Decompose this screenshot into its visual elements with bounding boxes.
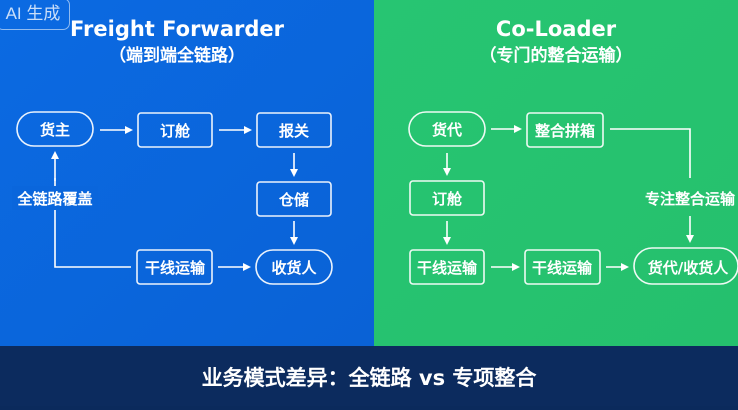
node-customs-shape (256, 112, 332, 148)
node-mainline-1: 干线运输 (417, 259, 478, 277)
node-mainline-shape (136, 249, 213, 285)
node-consignee-shape (255, 249, 333, 285)
node-consolidation-shape (526, 112, 604, 148)
right-panel-bg (374, 0, 738, 346)
node-consignee: 收货人 (271, 259, 317, 277)
footer-bg (0, 346, 738, 406)
loop-label-bg (12, 186, 98, 210)
node-warehouse: 仓储 (278, 191, 309, 209)
right-title: Co-Loader (496, 17, 617, 41)
right-subtitle: （专门的整合运输） (480, 45, 633, 66)
node-booking: 订舱 (160, 122, 191, 140)
side-label: 专注整合运输 (645, 190, 736, 208)
left-title: Freight Forwarder (70, 17, 285, 41)
left-subtitle: （端到端全链路） (109, 45, 245, 66)
node-mainline-2-shape (524, 249, 601, 285)
node-forwarder: 货代 (432, 121, 462, 139)
node-forwarder-shape (408, 111, 486, 147)
node-receiver: 货代/收货人 (648, 259, 729, 277)
node-mainline-1-shape (409, 249, 485, 285)
node-customs: 报关 (279, 122, 309, 140)
node-booking-shape (137, 112, 213, 148)
footer-caption: 业务模式差异：全链路 vs 专项整合 (201, 366, 537, 390)
node-receiver-shape (633, 247, 738, 285)
node-warehouse-shape (256, 181, 332, 217)
node-consolidation: 整合拼箱 (535, 122, 595, 140)
consolidation-line (610, 128, 691, 178)
node-shipper-shape (16, 111, 94, 147)
ai-generated-badge: AI 生成 (0, 0, 70, 30)
left-panel-bg (0, 0, 374, 346)
loop-label: 全链路覆盖 (16, 190, 92, 208)
node-mainline-2: 干线运输 (532, 259, 593, 277)
node-mainline: 干线运输 (145, 259, 206, 277)
node-shipper: 货主 (40, 121, 70, 139)
node-booking-r-shape (409, 180, 485, 216)
node-booking-r: 订舱 (432, 190, 463, 208)
